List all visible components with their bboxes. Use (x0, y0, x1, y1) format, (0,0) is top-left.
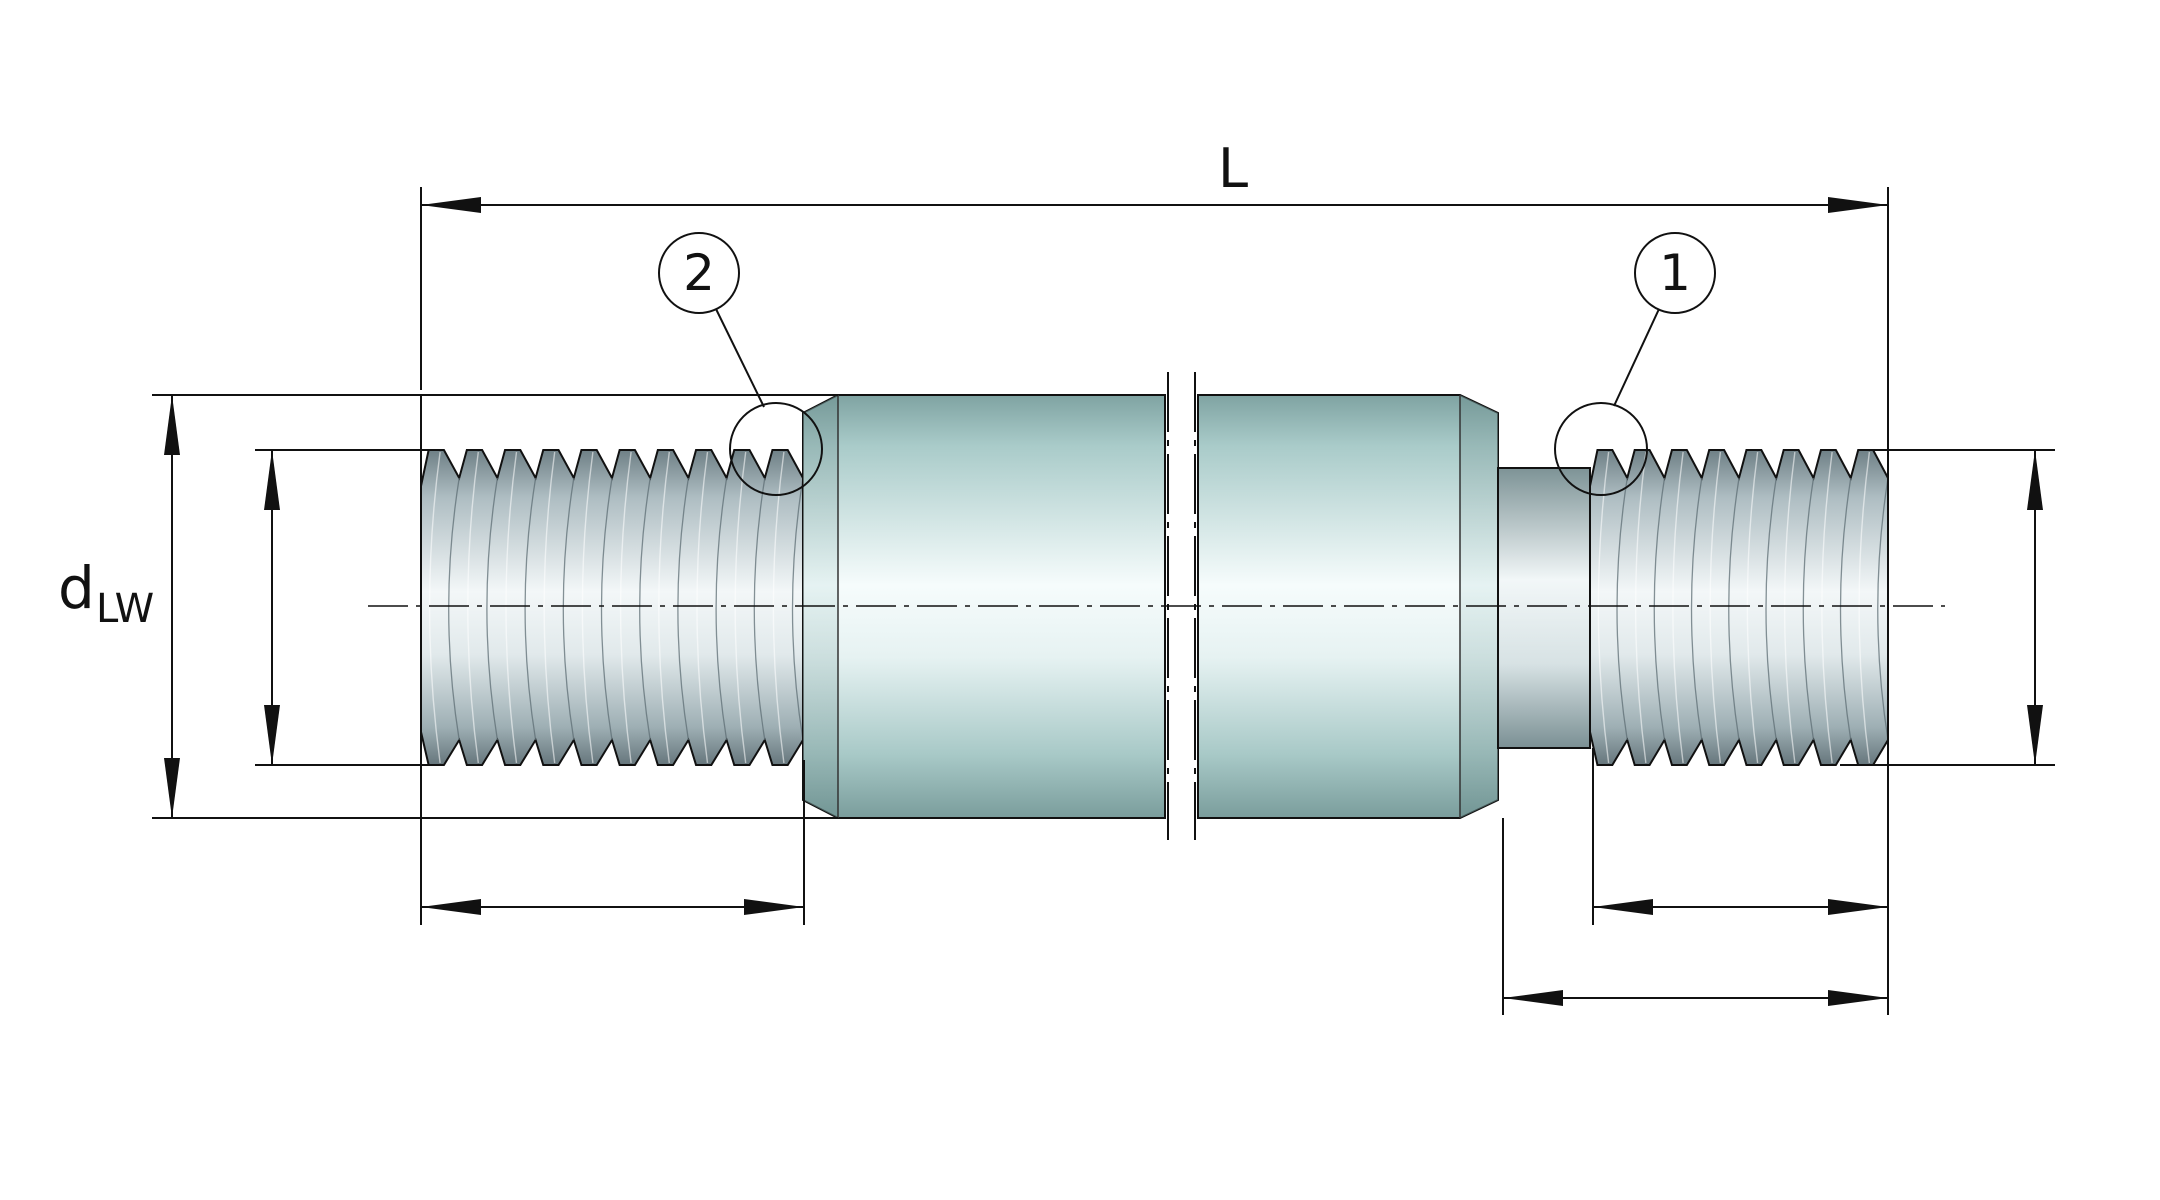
callout-2: 2 (658, 232, 823, 496)
left-thread-groove (600, 477, 613, 741)
left-thread-groove (524, 477, 537, 741)
left-thread-groove (791, 477, 804, 741)
right-thread-groove (1653, 477, 1666, 741)
left-thread-crest-highlight (619, 451, 632, 764)
diameter-label: d LW (58, 554, 154, 632)
right-thread-groove (1728, 477, 1740, 741)
right-thread-crest-highlight (1709, 451, 1722, 764)
left-thread-crest-highlight (734, 451, 747, 764)
right-thread-groove (1765, 477, 1777, 741)
detail-circle-1 (1554, 402, 1648, 496)
right-thread-crest-highlight (1746, 451, 1759, 764)
left-thread-groove (448, 477, 460, 741)
left-thread-groove (486, 477, 499, 741)
left-thread-profile (420, 449, 804, 766)
diameter-subscript: LW (96, 586, 154, 632)
right-thread-groove (1802, 477, 1815, 741)
right-thread-crest-highlight (1783, 451, 1796, 764)
right-thread-crest-highlight (1597, 451, 1610, 764)
right-thread-groove (1877, 477, 1889, 741)
callout-1: 1 (1554, 232, 1716, 496)
left-thread (420, 449, 804, 766)
left-thread-crest-highlight (772, 451, 785, 764)
right-thread-crest-highlight (1821, 451, 1833, 764)
right-thread-groove (1690, 477, 1703, 741)
stud-part (368, 372, 1945, 840)
right-thread (1589, 449, 1889, 766)
left-thread-crest-highlight (696, 451, 709, 764)
left-thread-groove (639, 477, 651, 741)
left-thread-crest-highlight (505, 451, 518, 764)
left-thread-groove (677, 477, 690, 741)
left-thread-crest-highlight (543, 451, 556, 764)
left-thread-groove (715, 477, 728, 741)
left-thread-crest-highlight (428, 451, 441, 764)
detail-circle-2 (729, 402, 823, 496)
arrowheads (164, 197, 2043, 1006)
right-thread-profile (1589, 449, 1889, 766)
left-thread-crest-highlight (581, 451, 594, 764)
left-thread-crest-highlight (467, 451, 479, 764)
right-thread-crest-highlight (1672, 451, 1684, 764)
callout-1-number: 1 (1659, 244, 1691, 302)
left-thread-groove (753, 477, 766, 741)
right-thread-crest-highlight (1858, 451, 1871, 764)
diameter-symbol: d (58, 554, 95, 622)
right-thread-groove (1616, 477, 1628, 741)
right-thread-crest-highlight (1634, 451, 1647, 764)
neck (1497, 467, 1591, 749)
left-thread-crest-highlight (658, 451, 670, 764)
right-thread-groove (1839, 477, 1852, 741)
left-thread-groove (562, 477, 575, 741)
callout-2-number: 2 (683, 244, 715, 302)
length-label: L (1218, 137, 1248, 200)
